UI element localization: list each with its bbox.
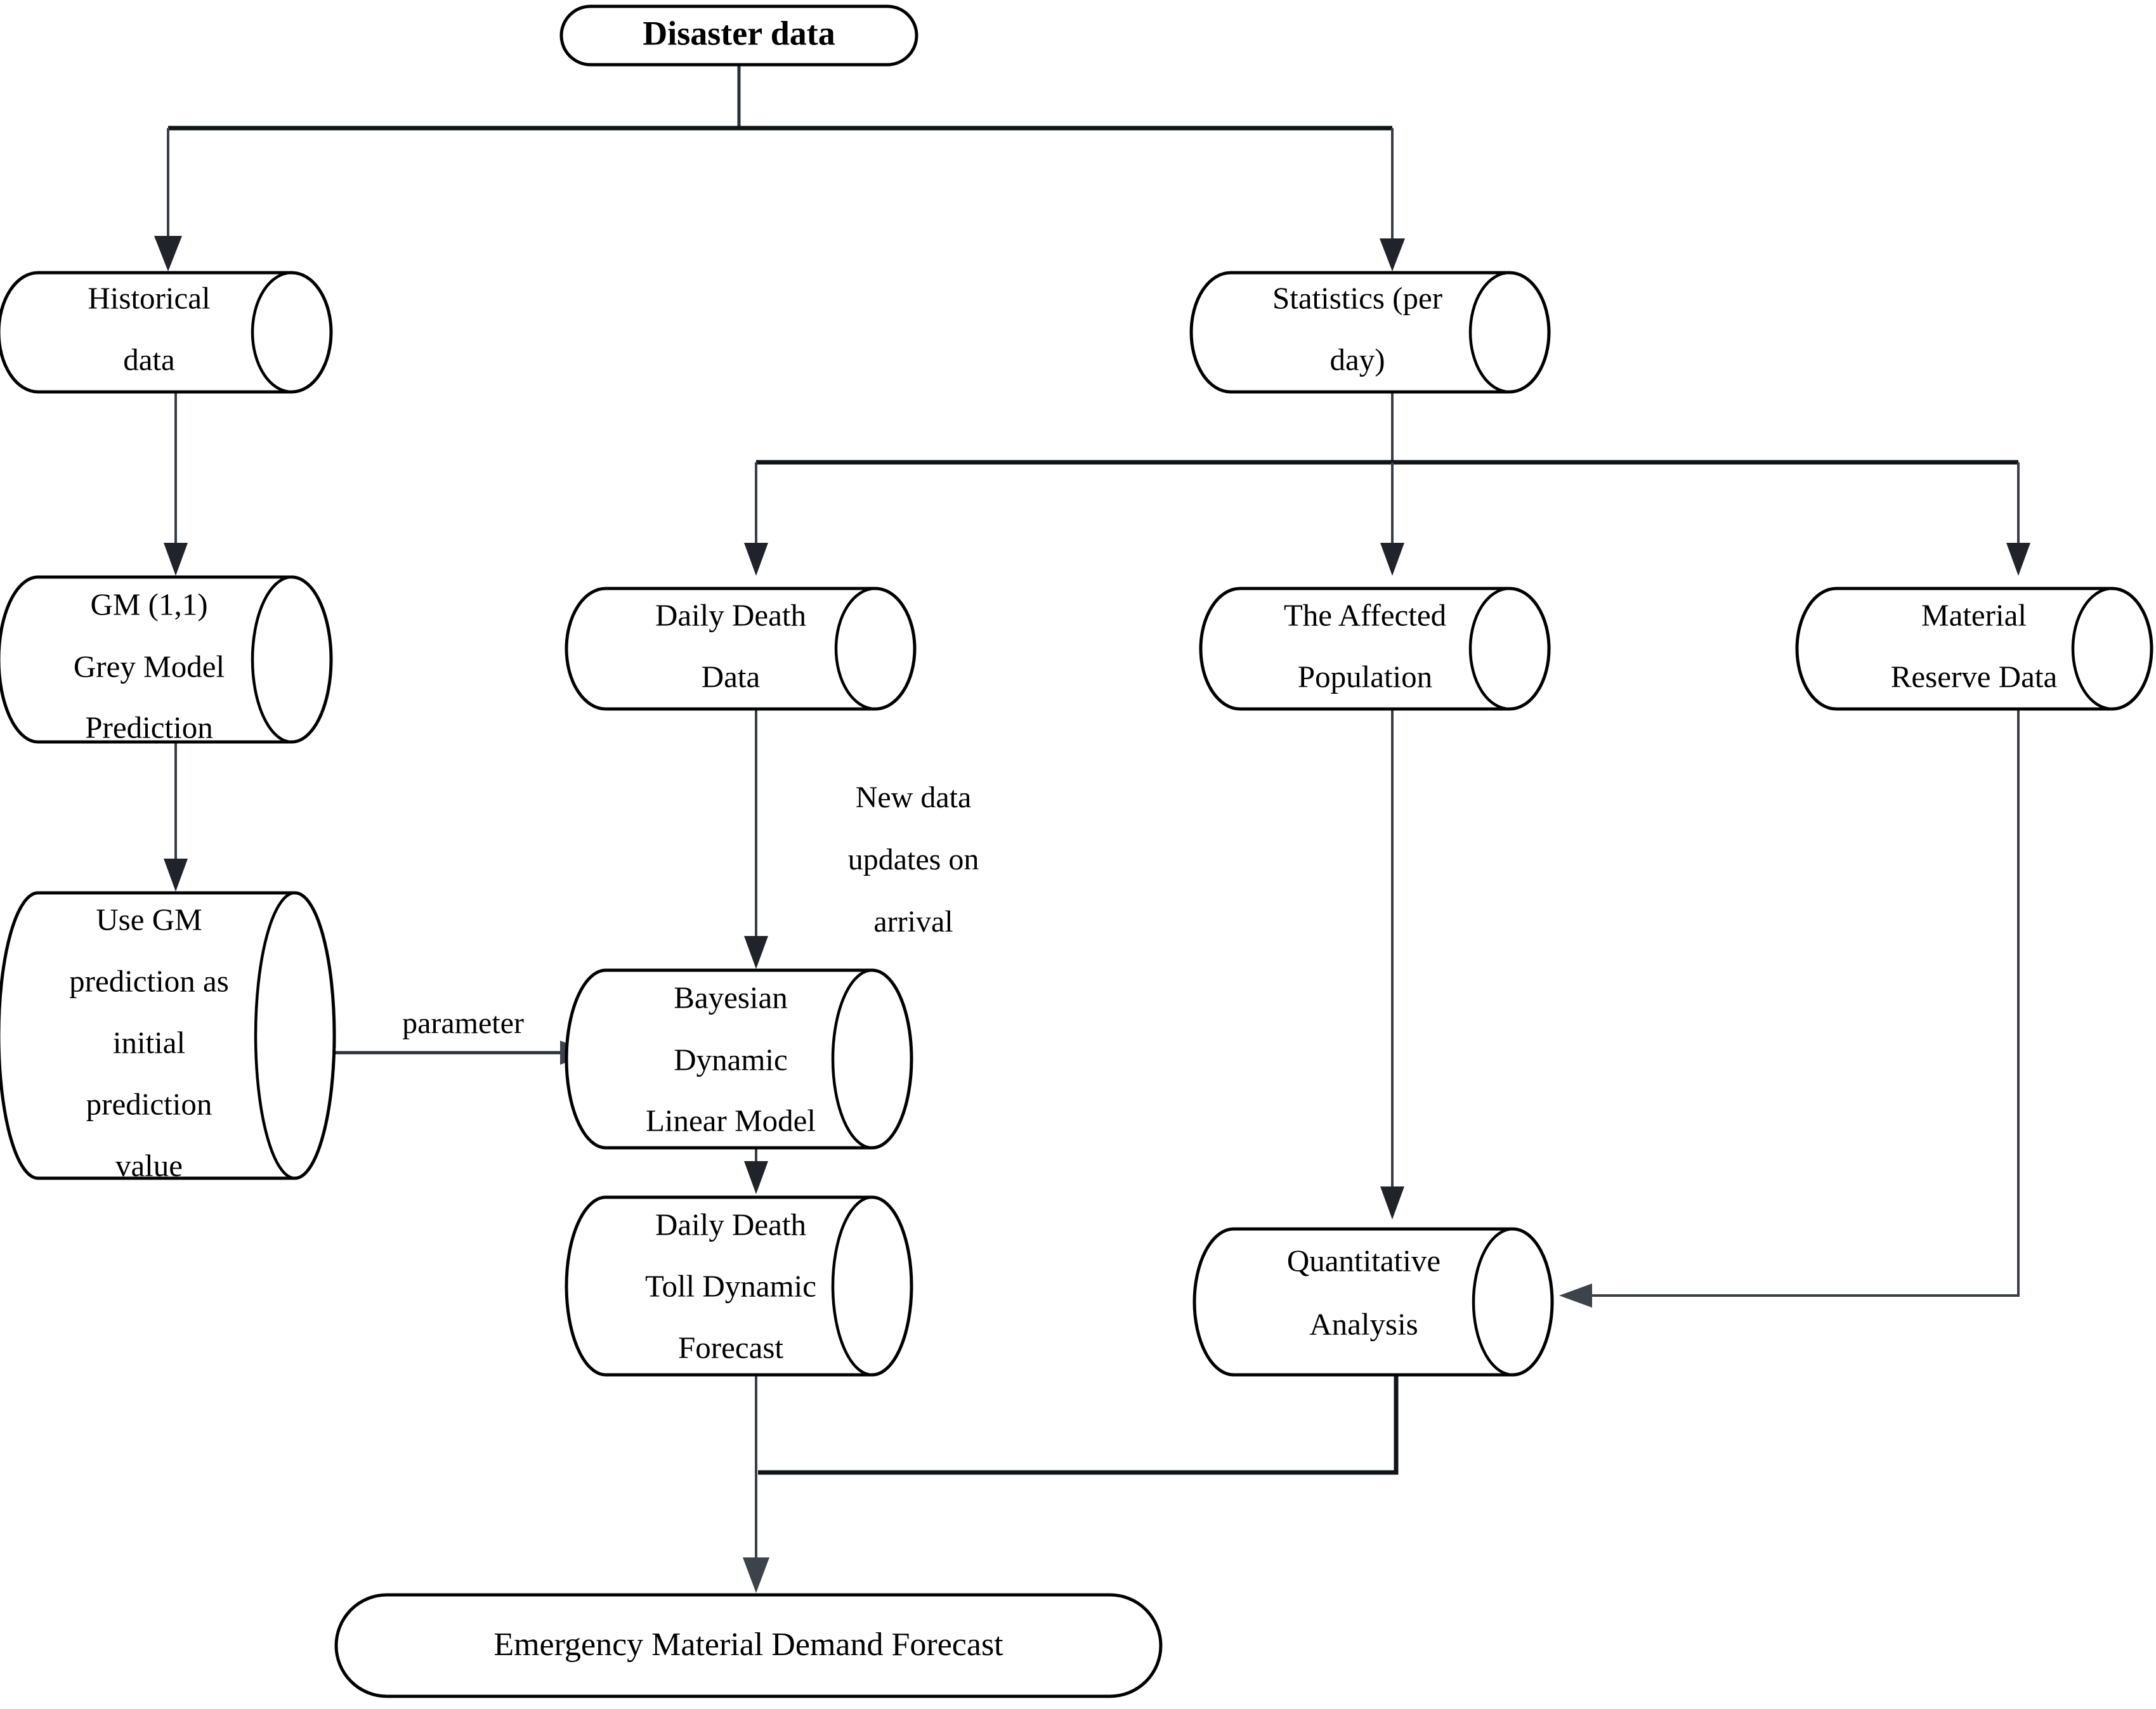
edge-material-to-quantitative — [1559, 709, 2020, 1308]
edge-gm-to-usegm — [164, 742, 188, 892]
edge-dailydeath-to-bayesian — [744, 709, 768, 969]
edge-label-new-data-line3: arrival — [873, 905, 953, 939]
node-daily-death-data[interactable]: Daily Death Data — [565, 587, 917, 711]
edge-usegm-to-bayesian — [333, 1041, 593, 1065]
node-use-gm-line1: Use GM — [96, 902, 202, 937]
edge-population-to-quantitative — [1380, 709, 1404, 1219]
node-historical-data-line2: data — [123, 342, 175, 377]
node-bayesian-line1: Bayesian — [674, 980, 788, 1015]
node-gm-model-line1: GM (1,1) — [90, 587, 207, 621]
node-bayesian-model[interactable]: Bayesian Dynamic Linear Model — [565, 968, 913, 1150]
edge-historical-to-gm — [164, 392, 188, 576]
node-disaster-data-label: Disaster data — [643, 14, 835, 52]
node-statistics[interactable]: Statistics (per day) — [1189, 271, 1551, 394]
node-material-reserve[interactable]: Material Reserve Data — [1795, 587, 2153, 711]
node-affected-population-line1: The Affected — [1284, 597, 1446, 632]
node-daily-death-forecast[interactable]: Daily Death Toll Dynamic Forecast — [565, 1195, 913, 1377]
node-gm-model[interactable]: GM (1,1) Grey Model Prediction — [0, 575, 333, 744]
node-quantitative-line2: Analysis — [1309, 1306, 1418, 1341]
node-material-reserve-line1: Material — [1921, 597, 2027, 632]
edge-disaster-to-branches — [154, 62, 1405, 271]
node-affected-population[interactable]: The Affected Population — [1199, 587, 1551, 711]
node-use-gm-line3: initial — [113, 1025, 185, 1060]
node-daily-death-data-line2: Data — [702, 659, 761, 694]
edge-label-parameter-text: parameter — [402, 1006, 524, 1040]
node-affected-population-line2: Population — [1298, 659, 1432, 694]
edge-label-new-data-updates: New data updates on arrival — [848, 781, 979, 939]
node-gm-model-line2: Grey Model — [74, 649, 225, 684]
node-gm-model-line3: Prediction — [85, 710, 212, 744]
node-quantitative-line1: Quantitative — [1287, 1243, 1441, 1278]
edge-statistics-to-branches — [744, 392, 2030, 576]
node-forecast-line2: Toll Dynamic — [645, 1268, 816, 1303]
node-emergency-forecast-label: Emergency Material Demand Forecast — [493, 1627, 1003, 1663]
node-statistics-line1: Statistics (per — [1272, 280, 1442, 315]
node-use-gm-prediction[interactable]: Use GM prediction as initial prediction … — [0, 891, 336, 1183]
node-historical-data-line1: Historical — [88, 280, 210, 315]
node-statistics-line2: day) — [1330, 342, 1385, 377]
edge-label-new-data-line1: New data — [856, 781, 972, 814]
node-material-reserve-line2: Reserve Data — [1891, 659, 2058, 694]
node-bayesian-line2: Dynamic — [674, 1042, 788, 1077]
node-disaster-data[interactable]: Disaster data — [559, 4, 918, 67]
edge-forecast-to-emergency — [743, 1375, 769, 1593]
node-use-gm-line4: prediction — [86, 1086, 212, 1121]
node-bayesian-line3: Linear Model — [646, 1103, 816, 1138]
edge-quantitative-to-emergency — [758, 1375, 1399, 1475]
edge-bayesian-to-forecast — [744, 1148, 768, 1194]
node-use-gm-line5: value — [115, 1148, 183, 1183]
node-use-gm-line2: prediction as — [69, 963, 229, 998]
edge-label-new-data-line2: updates on — [848, 843, 979, 876]
node-forecast-line3: Forecast — [678, 1330, 783, 1365]
node-forecast-line1: Daily Death — [655, 1207, 806, 1242]
edge-label-parameter: parameter — [402, 1006, 524, 1040]
node-emergency-forecast[interactable]: Emergency Material Demand Forecast — [334, 1593, 1163, 1698]
node-daily-death-data-line1: Daily Death — [655, 597, 806, 632]
node-quantitative-analysis[interactable]: Quantitative Analysis — [1192, 1227, 1554, 1377]
node-historical-data[interactable]: Historical data — [0, 271, 333, 394]
